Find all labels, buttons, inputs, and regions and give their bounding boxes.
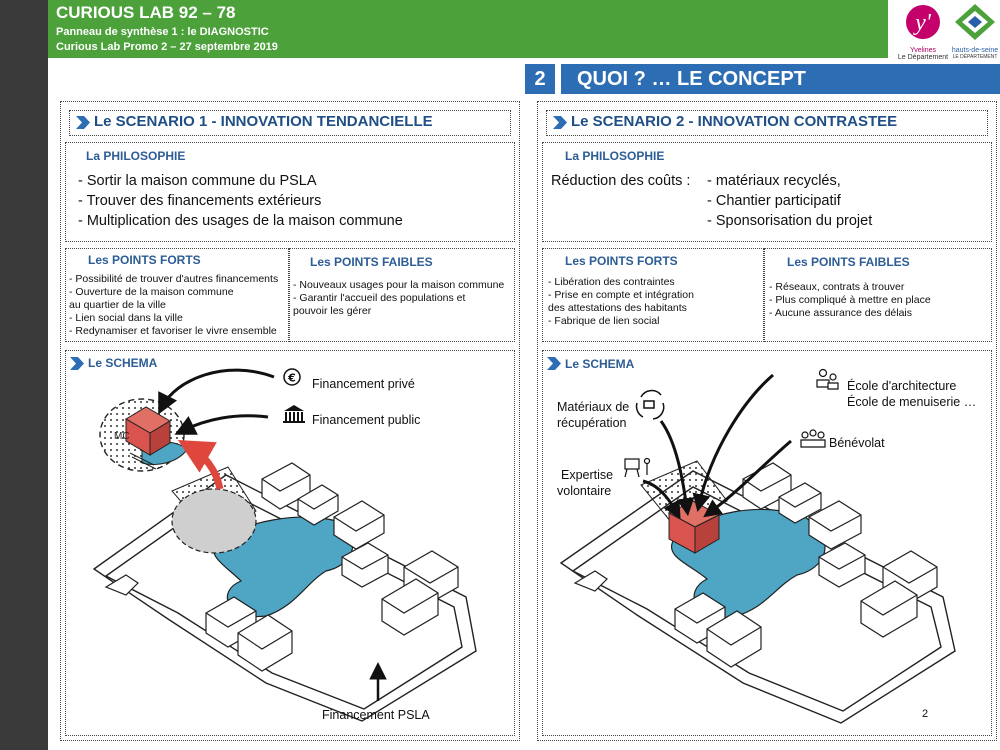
strength-line: - Redynamiser et favoriser le vivre ense…	[69, 325, 277, 337]
scenario-1-panel: Le SCENARIO 1 - INNOVATION TENDANCIELLE …	[60, 101, 520, 741]
header-subtitle-1: Panneau de synthèse 1 : le DIAGNOSTIC	[56, 26, 269, 38]
philosophy-line: - Trouver des financements extérieurs	[78, 193, 322, 209]
weakness-line: - Plus compliqué à mettre en place	[769, 294, 931, 306]
yvelines-logo-icon: y'	[906, 5, 940, 39]
scenario-2-panel: Le SCENARIO 2 - INNOVATION CONTRASTEE La…	[537, 101, 997, 741]
philosophy-label: La PHILOSOPHIE	[565, 149, 665, 163]
private-funding-label: Financement privé	[312, 377, 415, 391]
psla-funding-label: Financement PSLA	[322, 708, 430, 722]
weaknesses-label: Les POINTS FAIBLES	[787, 255, 910, 269]
weakness-line: - Aucune assurance des délais	[769, 307, 913, 319]
strength-line: - Fabrique de lien social	[548, 315, 660, 327]
strengths-label: Les POINTS FORTS	[565, 254, 678, 268]
chevron-right-icon	[70, 357, 84, 370]
philosophy-line: - Sortir la maison commune du PSLA	[78, 173, 317, 189]
strength-line: - Possibilité de trouver d'autres financ…	[69, 273, 279, 285]
philosophy-item: - Sponsorisation du projet	[707, 213, 873, 229]
strengths-label: Les POINTS FORTS	[88, 253, 201, 267]
bank-icon	[283, 405, 305, 423]
header: CURIOUS LAB 92 – 78 Panneau de synthèse …	[0, 0, 1000, 62]
public-funding-label: Financement public	[312, 413, 421, 427]
volunteering-label: Bénévolat	[829, 436, 885, 450]
scenario-1-title-box: Le SCENARIO 1 - INNOVATION TENDANCIELLE	[69, 110, 511, 136]
scenario-1-philosophy-box: La PHILOSOPHIE - Sortir la maison commun…	[65, 142, 515, 242]
easel-icon	[624, 457, 651, 478]
philosophy-lead: Réduction des coûts :	[551, 173, 691, 189]
euro-icon: €	[283, 368, 301, 386]
weakness-line: - Réseaux, contrats à trouver	[769, 281, 905, 293]
materials-arrow	[659, 420, 695, 517]
volunteers-icon	[800, 429, 826, 448]
expertise-label-2: volontaire	[557, 484, 612, 498]
scenario-1-title: Le SCENARIO 1 - INNOVATION TENDANCIELLE	[94, 113, 433, 130]
philosophy-item: - matériaux recyclés,	[707, 173, 841, 189]
page-number: 2	[922, 708, 929, 720]
chevron-right-icon	[553, 116, 567, 129]
section-title: QUOI ? … LE CONCEPT	[561, 64, 1000, 94]
weakness-line: - Nouveaux usages pour la maison commune	[293, 279, 505, 291]
school-arrow	[692, 373, 774, 513]
chevron-right-icon	[76, 116, 90, 129]
yvelines-logo: y' Yvelines Le Département	[896, 2, 950, 61]
strength-line: - Lien social dans la ville	[69, 312, 183, 324]
scenario-2-schema-box: Le SCHEMA	[542, 350, 992, 736]
header-subtitle-2: Curious Lab Promo 2 – 27 septembre 2019	[56, 41, 278, 53]
weakness-line: - Garantir l'accueil des populations et	[293, 292, 466, 304]
materials-label-2: récupération	[557, 416, 627, 430]
section-number: 2	[525, 64, 555, 94]
header-title: CURIOUS LAB 92 – 78	[56, 3, 236, 22]
weakness-line: pouvoir les gérer	[293, 305, 372, 317]
hauts-de-seine-logo-icon	[955, 4, 995, 40]
workers-icon	[816, 368, 839, 390]
buildings	[104, 462, 459, 672]
expertise-label-1: Expertise	[561, 468, 614, 482]
removed-house-spot	[171, 488, 257, 554]
scenario-2-title-box: Le SCENARIO 2 - INNOVATION CONTRASTEE	[546, 110, 988, 136]
strength-line: - Ouverture de la maison commune	[69, 286, 234, 298]
materials-label-1: Matériaux de	[557, 400, 630, 414]
svg-text:y': y'	[913, 10, 932, 36]
recycle-icon	[635, 389, 665, 420]
strength-line: - Libération des contraintes	[548, 276, 675, 288]
yvelines-logo-name: Yvelines	[909, 47, 937, 54]
hauts-de-seine-logo-name: hauts-de-seine	[951, 47, 999, 54]
strength-line: au quartier de la ville	[69, 299, 166, 311]
scenario-1-schema-diagram: €	[92, 368, 477, 722]
scenario-1-schema-box: Le SCHEMA	[65, 350, 515, 736]
scenario-2-title: Le SCENARIO 2 - INNOVATION CONTRASTEE	[571, 113, 898, 130]
relocation-arrow	[177, 440, 224, 490]
scenario-2-strengths-box: Les POINTS FORTS - Libération des contra…	[542, 248, 764, 342]
public-funding-arrow	[174, 414, 269, 435]
philosophy-line: - Multiplication des usages de la maison…	[78, 213, 403, 229]
side-band: CURIOUS LAB 92 - 78	[0, 0, 96, 750]
philosophy-label: La PHILOSOPHIE	[86, 149, 186, 163]
scenario-1-weaknesses-box: Les POINTS FAIBLES - Nouveaux usages pou…	[289, 248, 515, 342]
volunteer-arrow	[703, 439, 792, 518]
school-label-2: École de menuiserie …	[847, 395, 977, 409]
buildings	[573, 462, 938, 668]
weaknesses-label: Les POINTS FAIBLES	[310, 255, 433, 269]
mc-house	[125, 406, 171, 470]
header-banner: CURIOUS LAB 92 – 78 Panneau de synthèse …	[48, 0, 888, 58]
scenario-2-weaknesses-box: Les POINTS FAIBLES - Réseaux, contrats à…	[764, 248, 992, 342]
yvelines-logo-sub: Le Département	[897, 54, 949, 61]
strength-line: des attestations des habitants	[548, 302, 687, 314]
private-funding-arrow	[158, 368, 275, 415]
hauts-de-seine-logo: hauts-de-seine LE DÉPARTEMENT	[950, 2, 1000, 60]
scenario-2-philosophy-box: La PHILOSOPHIE Réduction des coûts : - m…	[542, 142, 992, 242]
mc-label: MC	[114, 431, 130, 442]
chevron-right-icon	[547, 357, 561, 370]
schema-label: Le SCHEMA	[565, 357, 635, 371]
scenario-2-schema-diagram	[559, 368, 956, 724]
schema-label: Le SCHEMA	[88, 356, 158, 370]
philosophy-item: - Chantier participatif	[707, 193, 841, 209]
scenario-1-strengths-box: Les POINTS FORTS - Possibilité de trouve…	[65, 248, 289, 342]
svg-text:€: €	[287, 372, 296, 385]
strength-line: - Prise en compte et intégration	[548, 289, 694, 301]
hauts-de-seine-logo-sub: LE DÉPARTEMENT	[952, 54, 998, 60]
school-label-1: École d'architecture	[847, 379, 957, 393]
expertise-arrow	[642, 479, 681, 520]
